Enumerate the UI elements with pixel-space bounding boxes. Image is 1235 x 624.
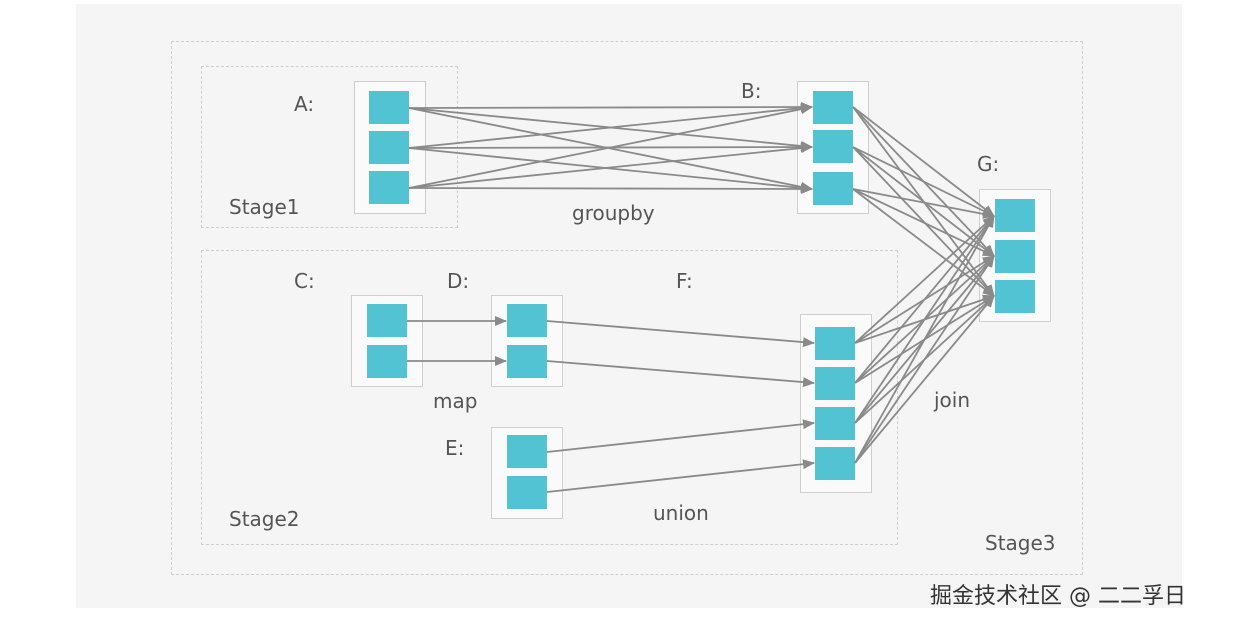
- union-arrow: [546, 459, 815, 493]
- rdd-a-label: A:: [294, 92, 315, 116]
- rdd-b-label: B:: [741, 79, 762, 103]
- groupby-arrow: [408, 143, 813, 189]
- groupby-arrow: [408, 103, 813, 149]
- rdd-c-partition: [367, 345, 407, 378]
- rdd-g-label: G:: [977, 152, 1000, 176]
- join-arrow: [852, 188, 995, 219]
- join-arrow: [852, 146, 995, 217]
- stage3-box: [171, 41, 1083, 575]
- rdd-f-partition: [815, 327, 855, 360]
- rdd-g-partition: [995, 199, 1035, 232]
- stage2-label: Stage2: [229, 507, 300, 531]
- join-arrow: [854, 215, 995, 424]
- union-arrow: [546, 360, 815, 388]
- union-arrow: [546, 320, 815, 348]
- stage2-box: [201, 250, 898, 545]
- rdd-e-partition: [507, 435, 547, 468]
- rdd-a-partition: [369, 171, 409, 204]
- join-arrow: [854, 215, 995, 344]
- rdd-a-partition: [369, 91, 409, 124]
- map-label: map: [433, 389, 478, 413]
- rdd-c-label: C:: [294, 269, 315, 293]
- rdd-c-partition: [367, 304, 407, 337]
- union-label: union: [653, 501, 709, 525]
- join-label: join: [934, 388, 971, 412]
- groupby-arrow: [408, 104, 813, 189]
- join-arrow: [852, 106, 995, 217]
- rdd-e-partition: [507, 476, 547, 509]
- join-arrow: [854, 255, 995, 464]
- watermark: 掘金技术社区 @ 二二孚日: [930, 584, 1186, 609]
- join-arrow: [854, 215, 995, 384]
- rdd-f-partition: [815, 407, 855, 440]
- stage3-label: Stage3: [985, 531, 1056, 555]
- rdd-b-partition: [813, 91, 853, 124]
- rdd-f-partition: [815, 447, 855, 480]
- union-arrow: [546, 419, 815, 453]
- rdd-f-label: F:: [676, 269, 693, 293]
- rdd-d-partition: [507, 345, 547, 378]
- groupby-arrow: [408, 107, 813, 192]
- groupby-arrow: [408, 102, 813, 113]
- rdd-d-partition: [507, 304, 547, 337]
- rdd-d-label: D:: [447, 269, 470, 293]
- join-arrow: [854, 295, 995, 464]
- join-arrow: [852, 146, 995, 297]
- rdd-g-partition: [995, 240, 1035, 273]
- rdd-g-partition: [995, 280, 1035, 313]
- join-arrow: [852, 146, 995, 257]
- rdd-b-partition: [813, 130, 853, 163]
- stage1-label: Stage1: [229, 195, 300, 219]
- groupby-arrow: [408, 183, 813, 194]
- groupby-arrow: [408, 147, 813, 193]
- rdd-b-partition: [813, 172, 853, 205]
- groupby-label: groupby: [572, 201, 655, 225]
- rdd-a-partition: [369, 131, 409, 164]
- rdd-f-partition: [815, 367, 855, 400]
- rdd-e-label: E:: [445, 436, 465, 460]
- join-arrow: [854, 215, 995, 464]
